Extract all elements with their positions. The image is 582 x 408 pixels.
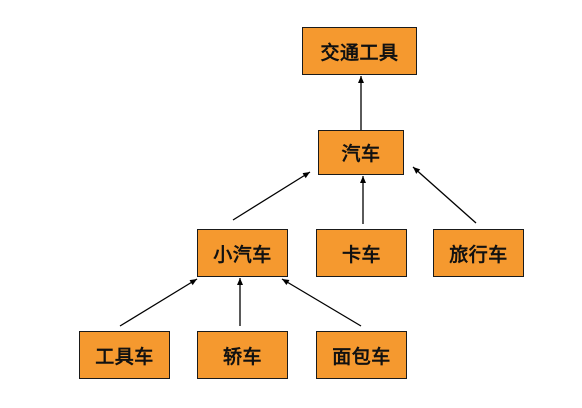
node-label: 汽车 [341, 143, 381, 165]
node-travel-car: 旅行车 [433, 229, 524, 277]
node-label: 旅行车 [449, 243, 508, 266]
node-truck: 卡车 [316, 229, 407, 277]
node-small-car: 小汽车 [197, 229, 288, 277]
edge-travel-car-to-car [412, 166, 477, 224]
node-van: 面包车 [316, 331, 407, 379]
node-transportation: 交通工具 [302, 27, 417, 75]
node-label: 面包车 [332, 345, 391, 368]
edge-van-to-small-car [281, 278, 362, 327]
node-car: 汽车 [318, 130, 404, 175]
node-label: 卡车 [341, 243, 381, 266]
node-label: 交通工具 [320, 41, 399, 64]
node-label: 工具车 [95, 345, 154, 368]
node-label: 轿车 [222, 345, 262, 368]
edge-utility-car-to-small-car [119, 278, 198, 327]
node-label: 小汽车 [213, 243, 272, 266]
node-utility-car: 工具车 [79, 331, 170, 379]
edge-small-car-to-car [232, 171, 311, 221]
node-sedan: 轿车 [197, 331, 288, 379]
